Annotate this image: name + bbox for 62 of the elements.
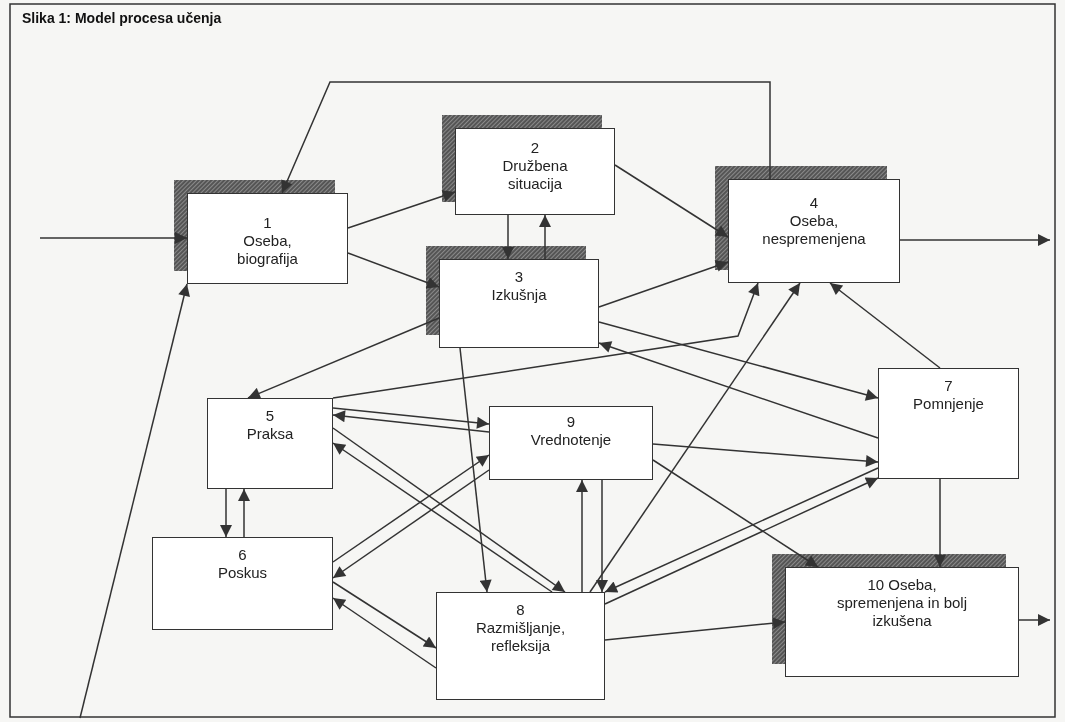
process-box: [152, 537, 333, 630]
step-label: 10 Oseba, spremenjena in bolj izkušena: [835, 576, 969, 630]
arrow: [589, 282, 801, 593]
step-label: Oseba, biografija: [236, 232, 299, 268]
arrow: [238, 488, 250, 538]
arrow: [604, 617, 786, 641]
step-label: Razmišljanje, refleksija: [474, 619, 567, 655]
arrow: [332, 581, 437, 649]
step-number: 6: [237, 546, 248, 564]
step-label: Izkušnja: [490, 286, 548, 304]
figure-title: Slika 1: Model procesa učenja: [22, 10, 222, 26]
arrow: [598, 321, 879, 401]
arrow: [539, 214, 551, 260]
arrow: [604, 477, 879, 605]
arrow: [576, 479, 588, 593]
arrow: [652, 443, 879, 467]
step-number: 8: [515, 601, 526, 619]
process-box: [878, 368, 1019, 479]
step-number: 4: [808, 194, 820, 212]
process-box: [455, 128, 615, 215]
process-box: [785, 567, 1019, 677]
step-label: Družbena situacija: [501, 157, 569, 193]
process-box: [187, 193, 348, 284]
arrow: [829, 282, 941, 369]
process-box: [489, 406, 653, 480]
arrow: [247, 317, 440, 399]
step-label: Vrednotenje: [529, 431, 613, 449]
arrow: [934, 478, 946, 568]
step-number: 3: [513, 268, 525, 286]
arrow: [598, 260, 729, 308]
arrow: [502, 214, 514, 260]
arrow: [332, 282, 760, 399]
step-number: 9: [565, 413, 577, 431]
process-box: [207, 398, 333, 489]
step-number: 5: [264, 407, 276, 425]
arrow: [1018, 614, 1051, 626]
step-number: 7: [943, 377, 954, 395]
process-box: [728, 179, 900, 283]
arrow: [614, 164, 729, 238]
step-number: 1: [262, 214, 273, 232]
process-box: [439, 259, 599, 348]
arrow: [596, 479, 608, 593]
arrow: [281, 81, 771, 194]
step-label: Oseba, nespremenjena: [761, 212, 867, 248]
arrow: [332, 597, 437, 669]
arrow: [347, 190, 456, 229]
step-label: Praksa: [245, 425, 295, 443]
arrow: [79, 283, 190, 719]
arrow: [332, 454, 490, 563]
arrow: [459, 347, 492, 593]
step-number: 2: [529, 139, 541, 157]
step-label: Pomnjenje: [912, 395, 985, 413]
arrow: [598, 341, 879, 439]
arrow: [899, 234, 1051, 246]
step-label: Poskus: [216, 564, 269, 582]
arrow: [220, 488, 232, 538]
arrow: [347, 252, 440, 289]
process-box: [436, 592, 605, 700]
arrow: [604, 467, 879, 593]
arrow: [39, 232, 188, 244]
arrow: [652, 459, 819, 568]
arrow: [332, 469, 490, 579]
